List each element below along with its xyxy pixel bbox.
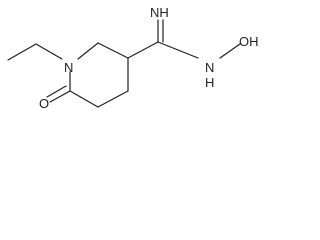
chemical-structure: N NH N H OH O xyxy=(7,5,259,111)
carbonyl-oxygen-label: O xyxy=(39,96,49,111)
bond-c4-c5 xyxy=(97,90,129,108)
bond-ch3-ch2 xyxy=(7,43,37,61)
imine-nh-label: NH xyxy=(150,5,169,20)
bond-c-n-oh xyxy=(157,41,199,59)
bond-ch2-n1 xyxy=(35,43,63,60)
bond-c5-c6 xyxy=(69,90,99,108)
bond-c3-amidine-c xyxy=(127,41,159,59)
bond-c2-c3 xyxy=(97,42,129,59)
hydroxylamine-n-label: N xyxy=(205,60,214,75)
bond-c6-o-1 xyxy=(49,90,71,103)
bond-group xyxy=(7,19,241,108)
bond-n1-c2 xyxy=(77,42,99,60)
bond-n-oh xyxy=(219,43,241,59)
ring-nitrogen-label: N xyxy=(64,60,73,75)
bond-c6-o-2 xyxy=(46,85,67,98)
hydroxylamine-h-label: H xyxy=(205,75,214,90)
hydroxyl-label: OH xyxy=(239,34,259,49)
